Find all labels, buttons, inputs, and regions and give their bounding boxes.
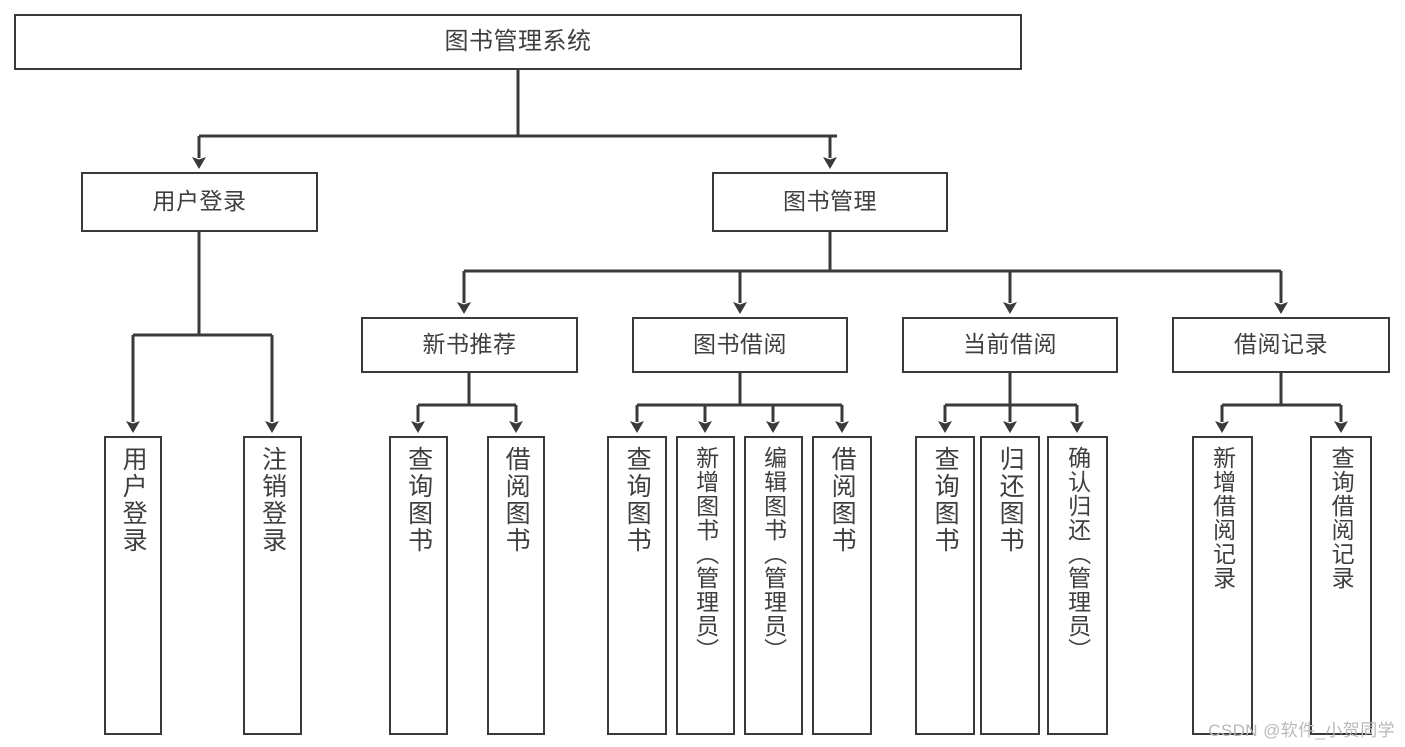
- leaf-borrow-query-book[interactable]: 查询图书: [607, 436, 667, 735]
- node-label: 编辑图书（管理员）: [760, 446, 787, 662]
- node-label: 查询图书: [931, 446, 960, 554]
- node-label: 注销登录: [258, 446, 287, 554]
- node-label: 查询图书: [623, 446, 652, 554]
- node-label: 当前借阅: [963, 331, 1057, 358]
- node-root-system[interactable]: 图书管理系统: [14, 14, 1022, 70]
- leaf-current-query-book[interactable]: 查询图书: [915, 436, 975, 735]
- leaf-borrow-edit-book-admin[interactable]: 编辑图书（管理员）: [744, 436, 803, 735]
- node-label: 图书借阅: [693, 331, 787, 358]
- node-book-management[interactable]: 图书管理: [712, 172, 948, 232]
- node-label: 查询借阅记录: [1328, 446, 1355, 590]
- node-label: 借阅记录: [1234, 331, 1328, 358]
- leaf-record-query-borrow-record[interactable]: 查询借阅记录: [1310, 436, 1372, 735]
- node-label: 新书推荐: [422, 331, 517, 358]
- leaf-record-add-borrow-record[interactable]: 新增借阅记录: [1192, 436, 1253, 735]
- node-current-borrow[interactable]: 当前借阅: [902, 317, 1118, 373]
- node-label: 归还图书: [996, 446, 1025, 554]
- leaf-borrow-add-book-admin[interactable]: 新增图书（管理员）: [676, 436, 735, 735]
- node-book-borrow[interactable]: 图书借阅: [632, 317, 848, 373]
- node-label: 图书管理: [783, 188, 877, 215]
- node-label: 图书管理系统: [444, 27, 592, 55]
- leaf-logout[interactable]: 注销登录: [243, 436, 302, 735]
- node-borrow-record[interactable]: 借阅记录: [1172, 317, 1390, 373]
- leaf-current-confirm-return-admin[interactable]: 确认归还（管理员）: [1047, 436, 1108, 735]
- node-label: 查询图书: [404, 446, 433, 554]
- leaf-new-books-query-book[interactable]: 查询图书: [389, 436, 448, 735]
- node-user-login[interactable]: 用户登录: [81, 172, 318, 232]
- node-label: 用户登录: [152, 188, 247, 215]
- leaf-current-return-book[interactable]: 归还图书: [980, 436, 1040, 735]
- node-label: 确认归还（管理员）: [1064, 446, 1091, 662]
- node-new-book-recommend[interactable]: 新书推荐: [361, 317, 578, 373]
- node-label: 用户登录: [119, 446, 148, 554]
- leaf-new-books-borrow-book[interactable]: 借阅图书: [487, 436, 545, 735]
- watermark-text: CSDN @软件_小贺同学: [1208, 721, 1395, 740]
- node-label: 借阅图书: [828, 446, 857, 554]
- node-label: 借阅图书: [502, 446, 531, 554]
- leaf-borrow-borrow-book[interactable]: 借阅图书: [812, 436, 872, 735]
- node-label: 新增借阅记录: [1209, 446, 1236, 590]
- leaf-user-login[interactable]: 用户登录: [104, 436, 162, 735]
- node-label: 新增图书（管理员）: [692, 446, 719, 662]
